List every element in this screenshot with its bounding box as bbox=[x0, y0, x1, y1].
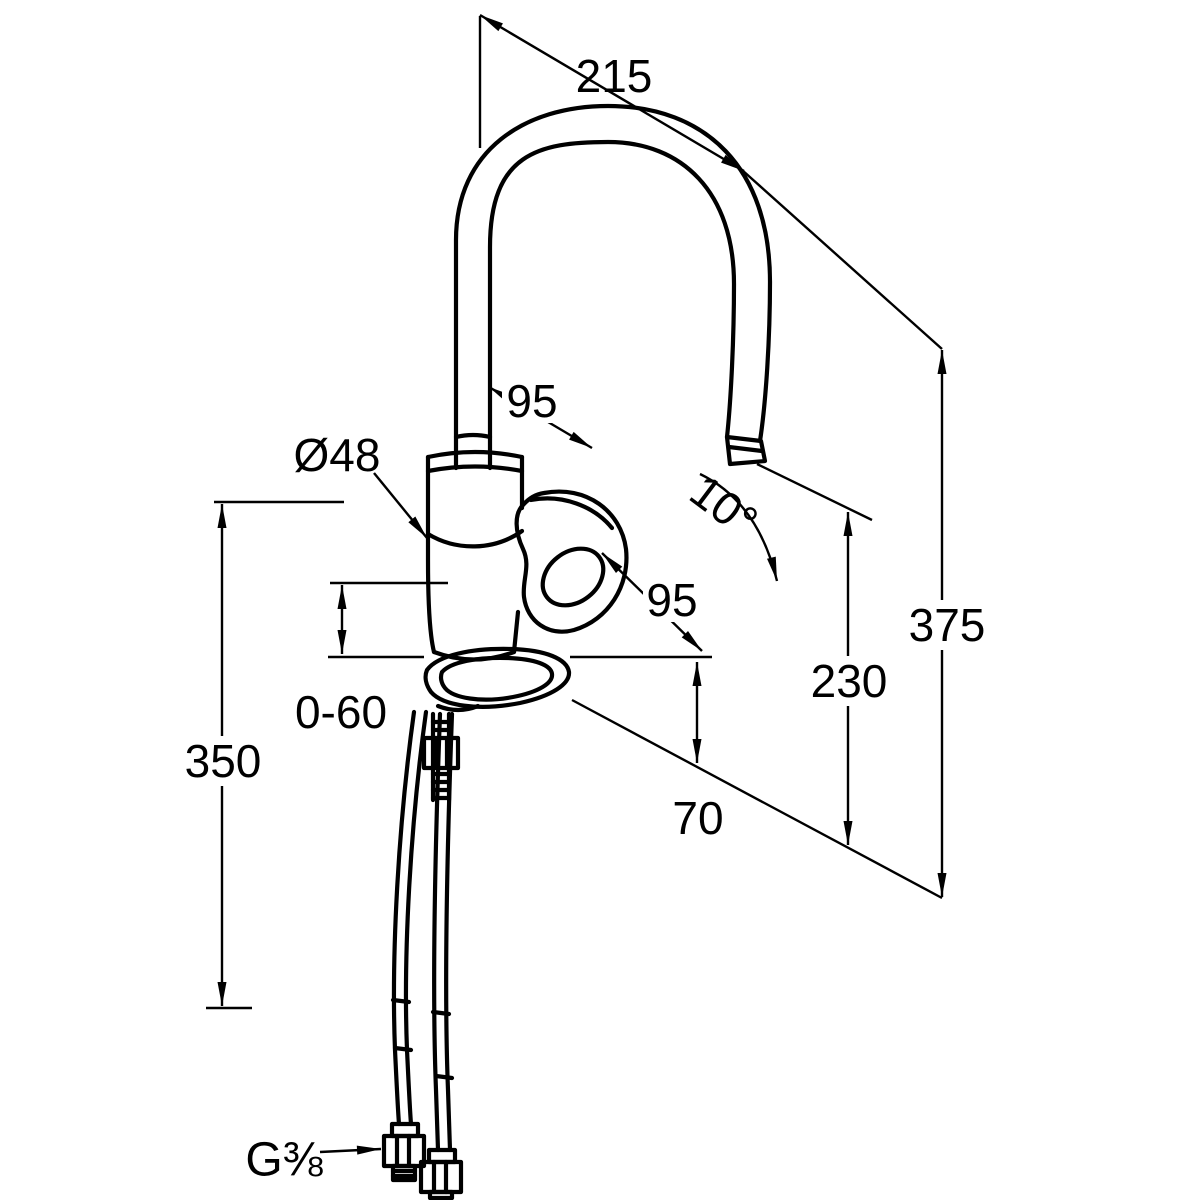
flange-under-arc bbox=[435, 703, 481, 713]
dim-total-height: 375 bbox=[909, 350, 986, 897]
angle-arc bbox=[699, 472, 779, 582]
faucet-body bbox=[425, 449, 525, 662]
leader-line bbox=[319, 1145, 382, 1155]
body-left-edge bbox=[425, 454, 437, 655]
dim-reach: 215 bbox=[478, 13, 943, 350]
hose-braid-ticks bbox=[390, 997, 455, 1081]
dim-body-diameter: Ø48 bbox=[294, 429, 428, 539]
label-mask bbox=[909, 600, 985, 650]
lever-loop-opening bbox=[540, 546, 606, 608]
collar-seam bbox=[425, 464, 525, 474]
dim-thread-size-label: G⅜ bbox=[245, 1134, 323, 1187]
collar-top-edge bbox=[425, 449, 525, 460]
dim-thread-size: G⅜ bbox=[245, 1134, 382, 1187]
leader-line bbox=[373, 472, 428, 539]
extension-line bbox=[756, 462, 873, 522]
label-mask bbox=[182, 736, 264, 786]
dim-deck-thickness-label: 0-60 bbox=[295, 686, 387, 738]
dim-lever-offset: 95 bbox=[601, 552, 703, 652]
label-mask bbox=[643, 578, 701, 622]
flange-inner-outline bbox=[438, 655, 555, 702]
right-fitting-hex-nut bbox=[418, 1159, 464, 1195]
dimension-line bbox=[479, 13, 745, 173]
dim-spout-offset-label: 95 bbox=[506, 375, 557, 427]
dim-spout-height-label: 230 bbox=[811, 655, 888, 707]
right-hose-left bbox=[432, 711, 443, 1153]
body-mid-seam bbox=[425, 528, 525, 549]
lever-blade-seam bbox=[528, 496, 615, 531]
riser-seam bbox=[453, 432, 493, 440]
right-fitting-facets bbox=[431, 1159, 449, 1195]
left-hose-inner bbox=[403, 709, 429, 1127]
dim-spout-height: 230 bbox=[756, 462, 892, 845]
left-hose-outer bbox=[391, 709, 417, 1127]
lever-outline bbox=[514, 489, 629, 634]
dim-reach-label: 215 bbox=[576, 50, 653, 102]
dim-hose-length: 350 bbox=[182, 500, 344, 1010]
extension-line bbox=[741, 169, 943, 350]
label-mask bbox=[502, 379, 562, 423]
flange-outer-outline bbox=[423, 646, 572, 709]
left-fitting-thread-lines bbox=[390, 1168, 418, 1179]
dim-total-height-label: 375 bbox=[909, 599, 986, 651]
dim-body-diameter-label: Ø48 bbox=[294, 429, 381, 481]
mounting-flange bbox=[423, 646, 572, 713]
spout-tip-seam bbox=[726, 444, 765, 454]
dim-swivel-angle: 10° bbox=[681, 464, 779, 582]
label-mask bbox=[806, 656, 892, 706]
baseline-extension bbox=[328, 655, 943, 900]
faucet-figure bbox=[381, 103, 773, 1200]
spout-outlet-tip bbox=[724, 434, 768, 467]
dim-lever-offset-label: 95 bbox=[646, 574, 697, 626]
fixing-nut-facets bbox=[432, 735, 450, 771]
left-hose-fitting bbox=[381, 1121, 427, 1183]
supply-hoses bbox=[390, 709, 455, 1153]
dim-deck-thickness: 0-60 bbox=[295, 581, 448, 738]
left-fitting-hex-nut bbox=[381, 1133, 427, 1169]
dim-outlet-height-label: 70 bbox=[672, 792, 723, 844]
body-right-edge-lower bbox=[511, 609, 521, 655]
dim-outlet-height: 70 bbox=[672, 662, 724, 844]
right-hose-fitting bbox=[418, 1147, 464, 1200]
dim-swivel-angle-label: 10° bbox=[681, 464, 768, 547]
right-hose-right bbox=[444, 711, 455, 1153]
right-fitting-thread-stub bbox=[427, 1189, 455, 1200]
left-fitting-facets bbox=[394, 1133, 412, 1169]
faucet-lever bbox=[514, 489, 629, 634]
dim-spout-offset: 95 bbox=[488, 375, 593, 450]
extension-line bbox=[571, 698, 943, 900]
dim-hose-length-label: 350 bbox=[185, 735, 262, 787]
